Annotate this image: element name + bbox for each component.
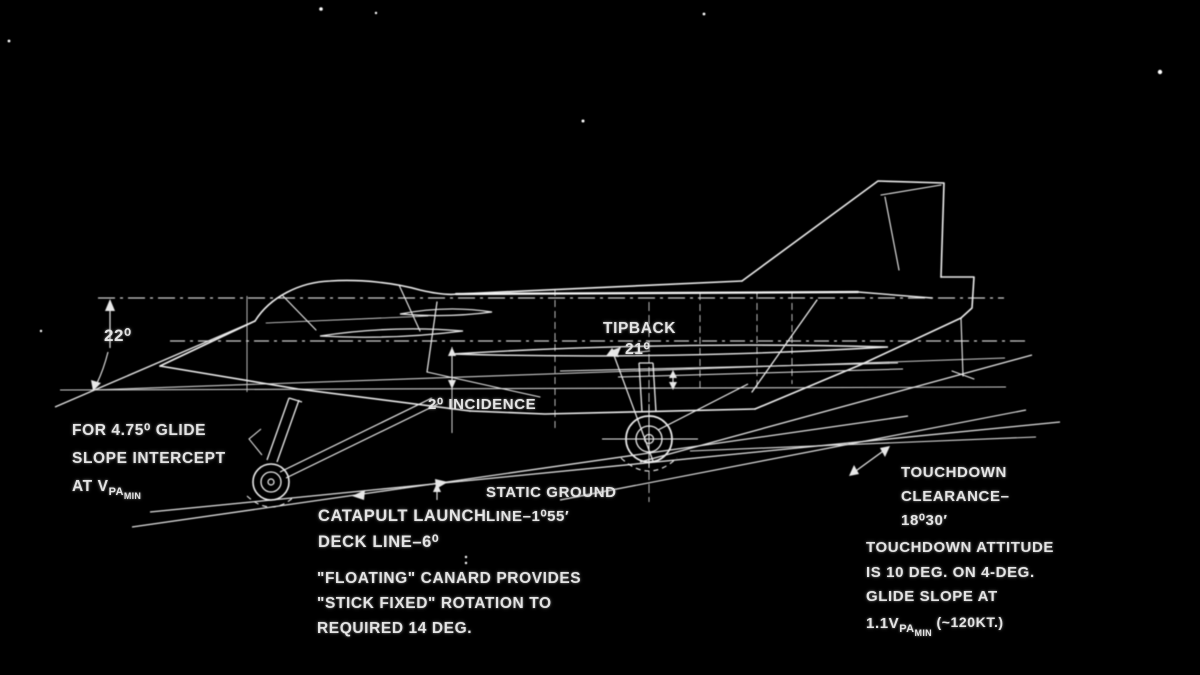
glide-note-line3: AT VPAMIN xyxy=(72,478,142,501)
aircraft-outline xyxy=(159,180,975,415)
glide-intercept-note: FOR 4.75⁰ GLIDE SLOPE INTERCEPT AT VPAMI… xyxy=(72,417,226,510)
touchdown-clearance-line3: 18⁰30′ xyxy=(901,512,948,529)
touchdown-clearance-line2: CLEARANCE– xyxy=(901,488,1010,505)
touchdown-attitude-line2: IS 10 DEG. ON 4-DEG. xyxy=(866,563,1035,581)
floating-canard-note: "FLOATING" CANARD PROVIDES "STICK FIXED"… xyxy=(317,566,581,641)
touchdown-attitude-line1: TOUCHDOWN ATTITUDE xyxy=(866,539,1055,556)
tipback-line1: TIPBACK xyxy=(603,320,677,337)
tipback-line2: 21⁰ xyxy=(625,341,651,358)
film-specks xyxy=(7,7,1163,565)
ground-lines xyxy=(54,320,1061,528)
catapult-launch-label: CATAPULT LAUNCH DECK LINE–6⁰ xyxy=(318,503,486,555)
static-ground-label: STATIC GROUND LINE–1⁰55′ xyxy=(486,481,617,529)
glide-note-line1: FOR 4.75⁰ GLIDE xyxy=(72,422,207,439)
dimension-arrows xyxy=(91,299,890,500)
catapult-line2: DECK LINE–6⁰ xyxy=(318,533,440,551)
touchdown-attitude-line4: 1.1VPAMIN (~120KT.) xyxy=(866,613,1004,638)
touchdown-attitude-line3: GLIDE SLOPE AT xyxy=(866,588,998,605)
floating-canard-line1: "FLOATING" CANARD PROVIDES xyxy=(317,570,582,587)
glide-note-line2: SLOPE INTERCEPT xyxy=(72,450,226,467)
touchdown-clearance-line1: TOUCHDOWN xyxy=(901,464,1007,481)
main-gear xyxy=(602,348,749,472)
floating-canard-line2: "STICK FIXED" ROTATION TO xyxy=(317,595,552,612)
touchdown-attitude-note: TOUCHDOWN ATTITUDE IS 10 DEG. ON 4-DEG. … xyxy=(866,536,1054,645)
touchdown-clearance-label: TOUCHDOWN CLEARANCE– 18⁰30′ xyxy=(901,461,1010,533)
catapult-line1: CATAPULT LAUNCH xyxy=(318,507,487,525)
floating-canard-line3: REQUIRED 14 DEG. xyxy=(317,620,473,637)
tipback-label: TIPBACK 21⁰ xyxy=(603,318,676,360)
incidence-label: 2⁰ INCIDENCE xyxy=(428,396,537,413)
angle-22-label: 22⁰ xyxy=(104,326,132,345)
canard-wing-sections xyxy=(319,308,904,378)
nose-gear xyxy=(246,397,439,508)
static-ground-line2: LINE–1⁰55′ xyxy=(486,508,570,525)
static-ground-line1: STATIC GROUND xyxy=(486,484,617,501)
reference-lines xyxy=(59,289,1030,502)
